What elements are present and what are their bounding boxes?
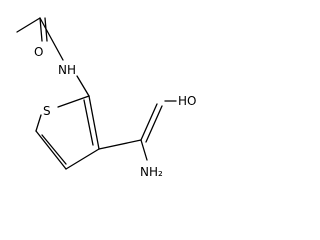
bond-carbonyl-o-1 — [39, 17, 43, 42]
atom-ring-s: S — [43, 104, 51, 118]
bond-c5-c4-inner — [41, 134, 67, 165]
bond-amidine-nh2 — [140, 139, 148, 161]
bond-amidine-n — [140, 103, 158, 141]
bond-c3-amidine — [98, 139, 142, 150]
bond-methyl-carbonyl — [16, 17, 41, 33]
bond-carbonyl-nh — [39, 17, 64, 61]
bond-c3-c2 — [88, 95, 100, 150]
molecule-diagram: O NH S HO NH₂ — [0, 0, 204, 186]
bond-s-c5 — [35, 114, 42, 132]
atom-oxime-oh: HO — [178, 94, 196, 108]
bond-nh-ring — [76, 75, 90, 97]
atom-carbonyl-o: O — [34, 45, 43, 59]
structure-drawing: O NH S HO NH₂ — [16, 17, 196, 179]
bond-c4-c3 — [65, 148, 100, 170]
bond-c3-c2-inner — [83, 99, 94, 146]
bond-amidine-n-double — [145, 105, 163, 143]
bond-c5-c4 — [35, 130, 67, 170]
atom-amide-nh: NH — [58, 63, 76, 77]
bond-c2-s — [57, 95, 90, 108]
atom-amine-nh2: NH₂ — [140, 165, 163, 179]
